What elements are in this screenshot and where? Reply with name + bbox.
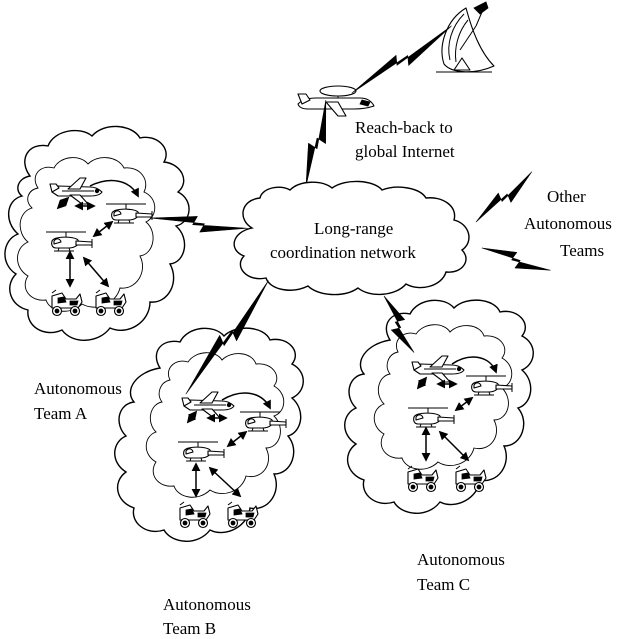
team-c-label: Autonomous <box>417 550 505 569</box>
team-c-label-2: Team C <box>417 575 470 594</box>
team-a-label: Autonomous <box>34 379 122 398</box>
other-teams-label: Other <box>547 187 586 206</box>
network-label-2: coordination network <box>270 243 416 262</box>
satellite-dish-icon <box>436 2 494 72</box>
network-label: Long-range <box>314 219 393 238</box>
team-b-label-2: Team B <box>163 619 216 638</box>
reachback-label-2: global Internet <box>355 142 455 161</box>
team-c-cloud <box>345 300 534 513</box>
other-teams-label-2: Autonomous <box>524 214 612 233</box>
team-a-label-2: Team A <box>34 404 88 423</box>
coordination-network-cloud: Long-range coordination network <box>234 181 469 294</box>
network-uplink-icon <box>299 99 335 189</box>
reachback-uplink-icon <box>348 20 456 100</box>
reachback-label: Reach-back to <box>355 118 453 137</box>
other-teams-label-3: Teams <box>560 241 604 260</box>
team-b-label: Autonomous <box>163 595 251 614</box>
awacs-aircraft-icon <box>298 86 374 116</box>
